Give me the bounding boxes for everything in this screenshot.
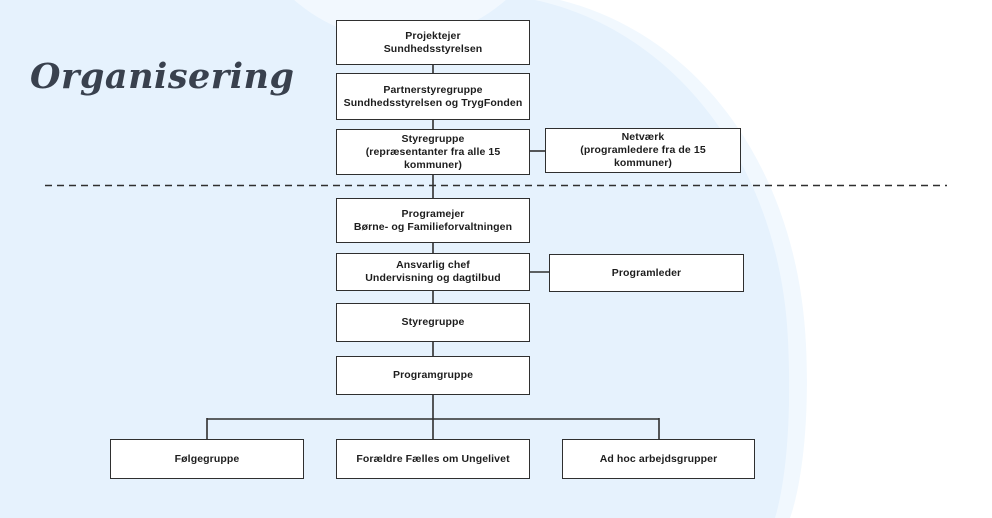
node-label-line: Sundhedsstyrelsen og TrygFonden — [343, 96, 523, 109]
node-foelgegruppe: Følgegruppe — [110, 439, 304, 479]
node-label-line: kommuner) — [403, 158, 463, 171]
node-partnerstyregruppe: Partnerstyregruppe Sundhedsstyrelsen og … — [336, 73, 530, 120]
node-label-line: Styregruppe — [401, 316, 465, 328]
node-label-line: Programleder — [611, 266, 682, 279]
node-label-line: Børne- og Familieforvaltningen — [353, 220, 513, 233]
node-programejer: Programejer Børne- og Familieforvaltning… — [336, 198, 530, 243]
node-label-line: Ansvarlig chef — [396, 259, 470, 271]
node-programgruppe: Programgruppe — [336, 356, 530, 395]
node-label-line: (repræsentanter fra alle 15 — [365, 145, 501, 158]
page-title: Organisering — [30, 56, 295, 97]
node-programleder: Programleder — [549, 254, 744, 292]
node-label-line: Styregruppe — [401, 132, 465, 145]
node-ad-hoc-arbejdsgrupper: Ad hoc arbejdsgrupper — [562, 439, 755, 479]
node-label-line: kommuner) — [613, 157, 673, 169]
node-label-line: Undervisning og dagtilbud — [365, 272, 501, 284]
connector-lines — [206, 65, 660, 440]
node-projektejer: Projektejer Sundhedsstyrelsen — [336, 20, 530, 65]
node-label-line: Projektejer — [405, 29, 461, 42]
node-label-line: Partnerstyregruppe — [383, 83, 483, 96]
node-label-line: Programgruppe — [392, 369, 474, 381]
node-label-line: Følgegruppe — [174, 452, 240, 465]
node-label-line: Forældre Fælles om Ungelivet — [356, 452, 510, 465]
node-foraeldre-faelles-om-ungelivet: Forældre Fælles om Ungelivet — [336, 439, 530, 479]
node-netvaerk: Netværk (programledere fra de 15 kommune… — [545, 128, 741, 173]
node-label-line: (programledere fra de 15 — [580, 144, 706, 156]
node-label-line: Netværk — [621, 131, 665, 143]
node-styregruppe-kommuner: Styregruppe (repræsentanter fra alle 15 … — [336, 129, 530, 175]
node-ansvarlig-chef: Ansvarlig chef Undervisning og dagtilbud — [336, 253, 530, 291]
node-label-line: Programejer — [401, 207, 465, 220]
node-styregruppe: Styregruppe — [336, 303, 530, 342]
node-label-line: Sundhedsstyrelsen — [383, 42, 483, 55]
node-label-line: Ad hoc arbejdsgrupper — [599, 452, 718, 465]
